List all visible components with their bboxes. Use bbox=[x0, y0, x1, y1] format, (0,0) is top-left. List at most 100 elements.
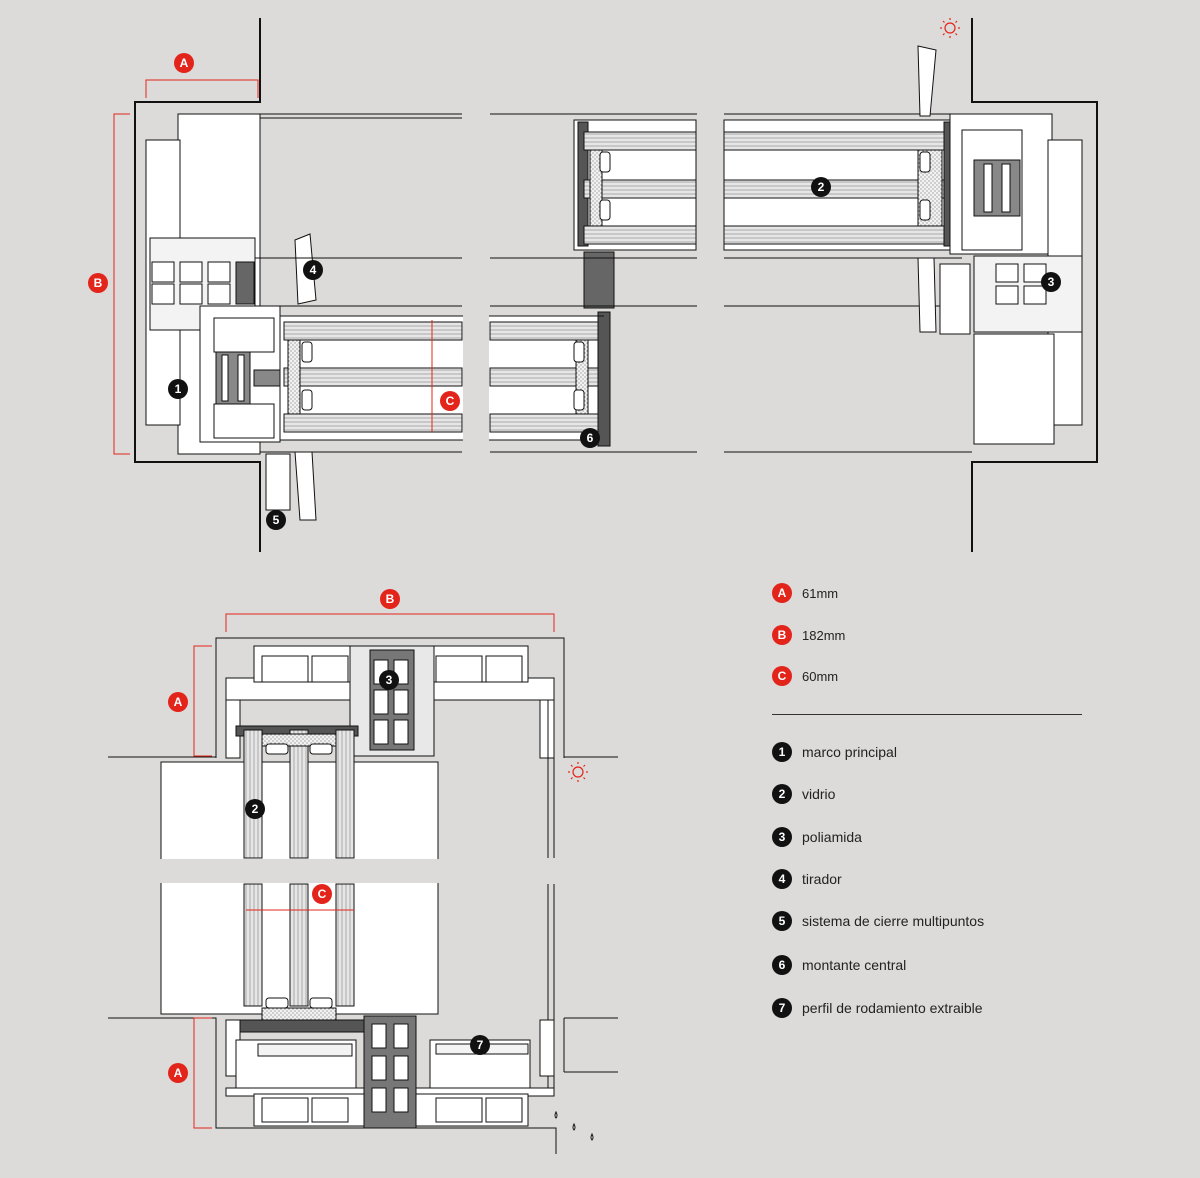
callout-label: A bbox=[174, 1066, 183, 1080]
wall-left bbox=[134, 18, 261, 552]
legend-key-b: B bbox=[772, 625, 792, 645]
callout-circle bbox=[811, 177, 831, 197]
callout-label: C bbox=[446, 394, 455, 408]
callout-label: 2 bbox=[252, 802, 259, 816]
callout-top-3-5: 3 bbox=[1041, 272, 1061, 292]
callout-circle bbox=[266, 510, 286, 530]
callout-circle bbox=[88, 273, 108, 293]
callout-label: 6 bbox=[587, 431, 594, 445]
callout-label: 4 bbox=[310, 263, 317, 277]
legend-key-1: 1 bbox=[772, 742, 792, 762]
dim-b-top-line bbox=[113, 113, 130, 455]
callout-label: A bbox=[180, 56, 189, 70]
legend-text-6: montante central bbox=[802, 957, 907, 973]
sill-frame bbox=[225, 1015, 555, 1129]
callout-circle bbox=[470, 1035, 490, 1055]
callout-top-b-1: B bbox=[88, 273, 108, 293]
callout-circle bbox=[245, 799, 265, 819]
callout-top-4-6: 4 bbox=[303, 260, 323, 280]
callout-top-c-2: C bbox=[440, 391, 460, 411]
callout-circle bbox=[174, 53, 194, 73]
horizontal-section bbox=[134, 18, 1098, 552]
callout-bottom-a-3: A bbox=[168, 1063, 188, 1083]
legend-part-6: 6 montante central bbox=[772, 954, 906, 976]
callout-circle bbox=[580, 428, 600, 448]
callout-bottom-c-2: C bbox=[312, 884, 332, 904]
glass-vertical bbox=[235, 729, 365, 1033]
callout-label: 5 bbox=[273, 513, 280, 527]
callout-label: B bbox=[94, 276, 103, 290]
callout-circle bbox=[168, 379, 188, 399]
legend-text-3: poliamida bbox=[802, 829, 862, 845]
callout-circle bbox=[312, 884, 332, 904]
dim-a-top-line bbox=[145, 79, 259, 98]
sun-icon bbox=[568, 762, 588, 782]
dimensions-top bbox=[113, 79, 433, 455]
left-frame bbox=[145, 113, 287, 455]
legend-text-2: vidrio bbox=[802, 786, 836, 802]
wall-right bbox=[971, 18, 1098, 552]
legend-key-3: 3 bbox=[772, 827, 792, 847]
sill-wall bbox=[108, 1017, 557, 1154]
legend-key-c: C bbox=[772, 666, 792, 686]
dim-a-sill-line bbox=[193, 1017, 212, 1129]
legend-value-b: 182mm bbox=[802, 627, 846, 643]
callout-circle bbox=[1041, 272, 1061, 292]
head-wall bbox=[215, 637, 565, 758]
callout-bottom-7-6: 7 bbox=[470, 1035, 490, 1055]
legend-key-4: 4 bbox=[772, 869, 792, 889]
handle-right bbox=[917, 45, 937, 117]
legend-value-c: 60mm bbox=[802, 668, 839, 684]
handle-left-lower bbox=[294, 451, 317, 521]
callout-label: C bbox=[318, 887, 327, 901]
legend-key-a: A bbox=[772, 583, 792, 603]
legend-text-4: tirador bbox=[802, 871, 842, 887]
callout-bottom-b-0: B bbox=[380, 589, 400, 609]
callout-label: 2 bbox=[818, 180, 825, 194]
dimensions-bottom bbox=[193, 613, 555, 1129]
callout-top-2-4: 2 bbox=[811, 177, 831, 197]
legend-key-2: 2 bbox=[772, 784, 792, 804]
legend-part-7: 7 perfil de rodamiento extraible bbox=[772, 997, 983, 1019]
callout-circle bbox=[303, 260, 323, 280]
callout-label: 1 bbox=[175, 382, 182, 396]
callout-label: B bbox=[386, 592, 395, 606]
callout-circle bbox=[380, 589, 400, 609]
callout-circle bbox=[168, 692, 188, 712]
dim-b-bottom-line bbox=[225, 613, 555, 632]
legend-key-5: 5 bbox=[772, 911, 792, 931]
glass-pack-upper bbox=[573, 119, 697, 309]
callout-label: 7 bbox=[477, 1038, 484, 1052]
legend-text-1: marco principal bbox=[802, 744, 897, 760]
legend-part-5: 5 sistema de cierre multipuntos bbox=[772, 910, 984, 932]
callout-top-5-7: 5 bbox=[266, 510, 286, 530]
rain-drops-icon bbox=[554, 1110, 594, 1141]
callout-label: A bbox=[174, 695, 183, 709]
legend-part-1: 1 marco principal bbox=[772, 741, 897, 763]
callout-circle bbox=[168, 1063, 188, 1083]
legend-part-4: 4 tirador bbox=[772, 868, 842, 890]
legend-part-3: 3 poliamida bbox=[772, 826, 862, 848]
head-frame bbox=[225, 645, 555, 759]
callout-top-a-0: A bbox=[174, 53, 194, 73]
glass-pack-lower bbox=[279, 311, 611, 447]
legend-part-2: 2 vidrio bbox=[772, 783, 835, 805]
legend-text-5: sistema de cierre multipuntos bbox=[802, 913, 985, 929]
callout-label: 3 bbox=[386, 673, 393, 687]
callout-bottom-3-5: 3 bbox=[379, 670, 399, 690]
legend-text-7: perfil de rodamiento extraible bbox=[802, 1000, 983, 1016]
glass-pack-right bbox=[723, 119, 981, 251]
callout-bottom-a-1: A bbox=[168, 692, 188, 712]
legend-key-7: 7 bbox=[772, 998, 792, 1018]
callout-circle bbox=[440, 391, 460, 411]
legend-value-a: 61mm bbox=[802, 585, 839, 601]
right-frame bbox=[949, 113, 1083, 445]
callout-top-6-8: 6 bbox=[580, 428, 600, 448]
callout-circle bbox=[379, 670, 399, 690]
sun-icon bbox=[940, 18, 960, 38]
legend-dim-b: B 182mm bbox=[772, 624, 845, 646]
legend-dim-c: C 60mm bbox=[772, 665, 838, 687]
handle-right-lower bbox=[917, 257, 937, 333]
legend-key-6: 6 bbox=[772, 955, 792, 975]
